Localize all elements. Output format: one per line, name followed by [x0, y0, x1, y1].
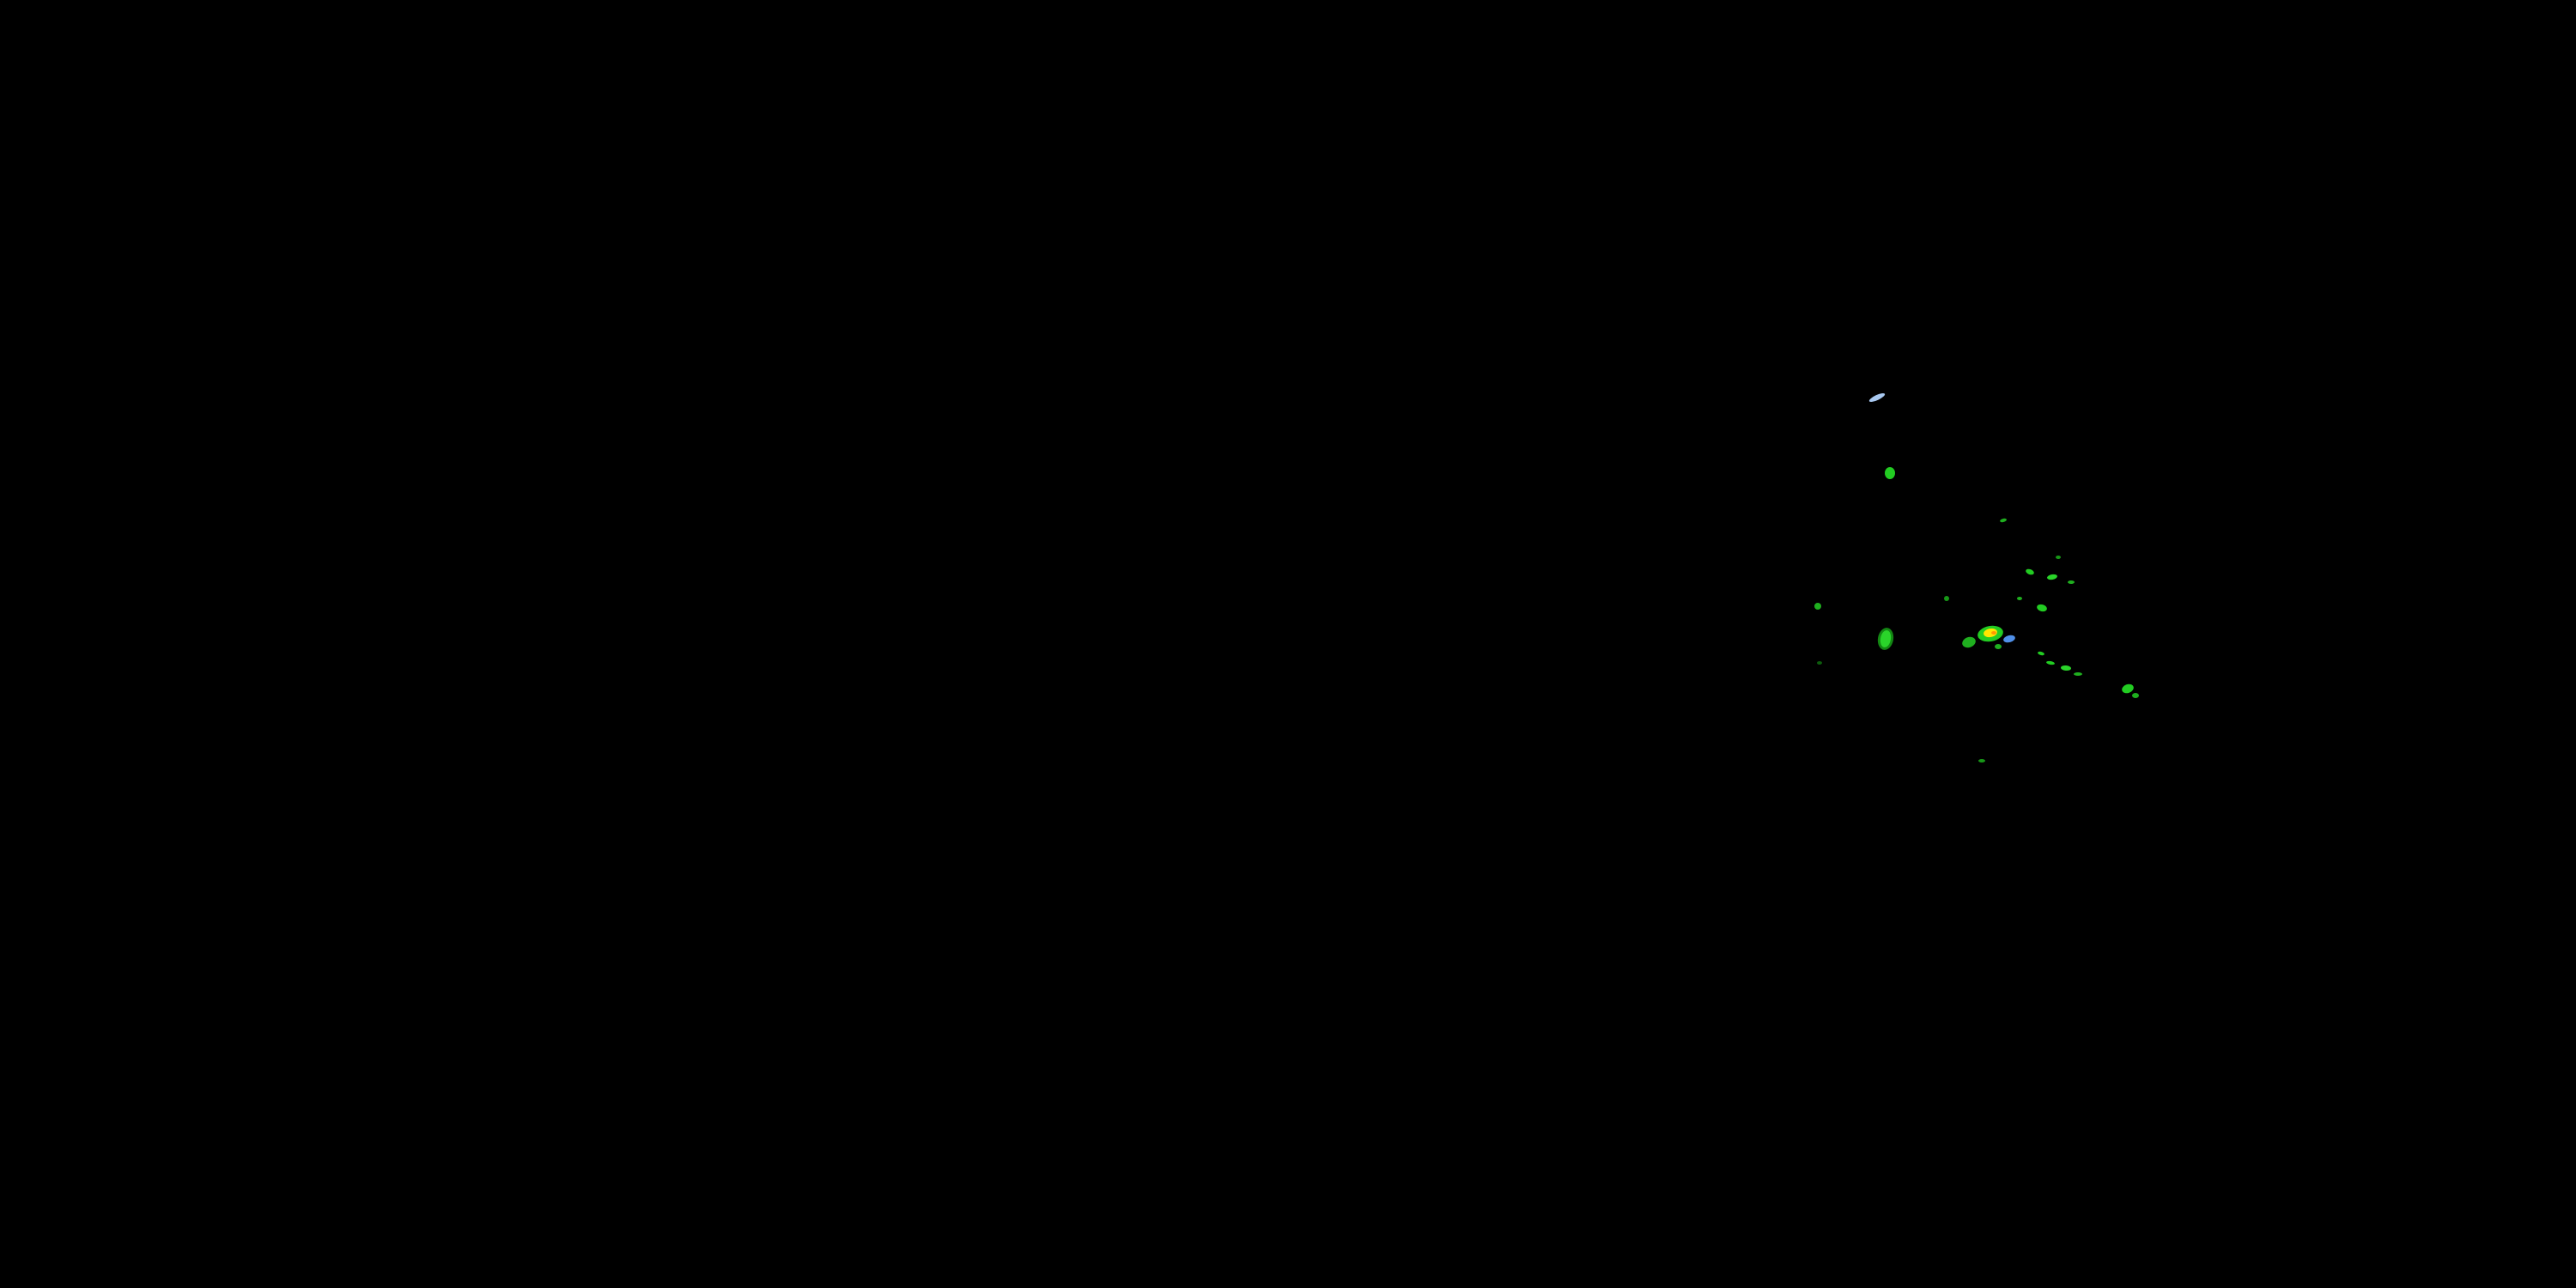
radar-echo [2000, 518, 2007, 523]
radar-echo [1885, 467, 1895, 479]
radar-echo [1817, 661, 1822, 665]
radar-echo [1944, 596, 1949, 601]
radar-echo [2122, 683, 2134, 694]
radar-echo [2061, 665, 2071, 671]
radar-echo [1984, 628, 1997, 638]
radar-echo [1880, 630, 1892, 647]
radar-echo [2047, 574, 2057, 580]
radar-echo [2068, 580, 2075, 584]
radar-echo [2017, 597, 2022, 600]
radar-echo [2003, 635, 2015, 643]
radar-echo [2074, 672, 2082, 676]
radar-echo [2132, 693, 2139, 698]
radar-echo [1978, 759, 1985, 762]
radar-echo [1814, 603, 1821, 610]
radar-echo [1995, 644, 2002, 649]
radar-echo [1991, 631, 1996, 635]
radar-echo [2038, 651, 2044, 656]
radar-echo [1868, 392, 1886, 403]
radar-echo [2037, 604, 2047, 612]
radar-echo [2046, 660, 2055, 665]
radar-echo [1962, 636, 1976, 648]
radar-echo [2056, 556, 2061, 559]
radar-echo [2026, 568, 2034, 575]
